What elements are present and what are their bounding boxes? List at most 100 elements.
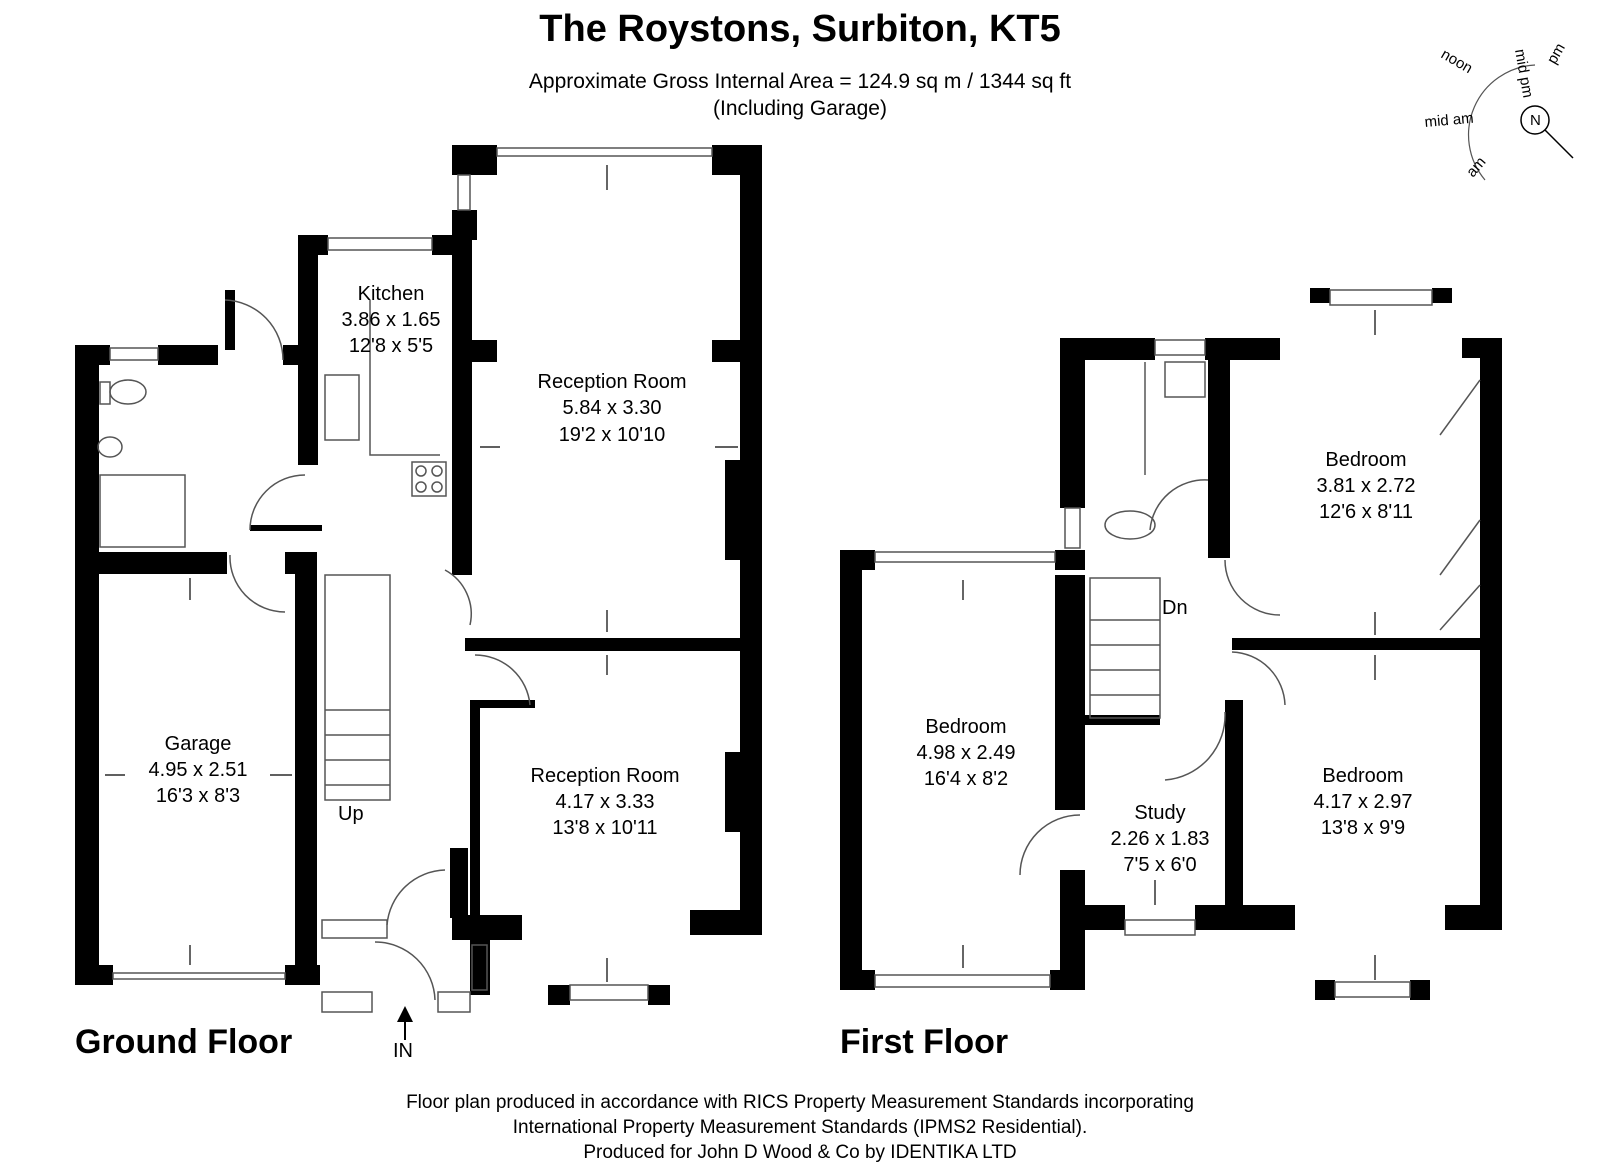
window [1064, 507, 1081, 549]
wall [1080, 905, 1125, 930]
reception-front-name: Reception Room [531, 765, 680, 787]
wall [1445, 905, 1502, 930]
window [109, 347, 159, 361]
wc [1104, 510, 1156, 540]
reception-front-imperial: 13'8 x 10'11 [552, 817, 657, 839]
staircase [324, 574, 391, 801]
bay-window [569, 984, 649, 1001]
wall [283, 345, 303, 365]
ground-floor-plan [75, 145, 762, 1005]
wall [285, 552, 317, 574]
bay-window [1329, 289, 1433, 306]
bedroom-front-right-name: Bedroom [1322, 765, 1403, 787]
entrance-arrow [397, 1006, 413, 1040]
gross-area-line: Approximate Gross Internal Area = 124.9 … [528, 70, 1072, 93]
kitchen-imperial: 12'8 x 5'5 [349, 335, 433, 357]
study-metric: 2.26 x 1.83 [1111, 828, 1210, 850]
wall [712, 340, 742, 362]
wall [250, 525, 322, 531]
wall [725, 460, 747, 560]
wall [452, 340, 497, 362]
first-floor-label: First Floor [840, 1023, 1009, 1061]
compass-noon: noon [1438, 46, 1475, 77]
door-swing [1149, 479, 1209, 531]
wall [75, 345, 110, 365]
wall [295, 562, 317, 985]
kitchen-name: Kitchen [358, 283, 425, 305]
wall [298, 235, 328, 255]
reception-rear-name: Reception Room [538, 371, 687, 393]
wall [690, 910, 762, 935]
wall [1232, 638, 1502, 650]
wall [1050, 970, 1085, 990]
bedroom-front-right-metric: 4.17 x 2.97 [1314, 791, 1413, 813]
window [1154, 339, 1206, 356]
wall [1055, 550, 1085, 570]
wall [1060, 338, 1155, 360]
dimension-arrows [105, 165, 1376, 982]
wall [648, 985, 670, 1005]
door-swing [229, 554, 286, 613]
wall [1310, 288, 1330, 303]
compass-needle [1544, 129, 1574, 159]
reception-rear-metric: 5.84 x 3.30 [563, 397, 662, 419]
plan-title: The Roystons, Surbiton, KT5 [539, 8, 1061, 50]
footer-line-2: International Property Measurement Stand… [512, 1117, 1088, 1138]
first-floor-plan [840, 288, 1502, 1000]
hob-ring [415, 481, 427, 493]
wall [1055, 575, 1085, 810]
gross-area-note: (Including Garage) [713, 97, 887, 120]
ground-floor-fixtures [97, 147, 713, 1013]
north-label: N [1530, 112, 1541, 129]
bedroom-left-name: Bedroom [925, 716, 1006, 738]
basin [1164, 361, 1206, 398]
wall [840, 970, 875, 990]
window [327, 237, 433, 251]
hob-ring [431, 481, 443, 493]
garage-metric: 4.95 x 2.51 [149, 759, 248, 781]
wall [465, 638, 762, 651]
compass-ring [1520, 105, 1550, 135]
door-swing [1164, 711, 1226, 781]
sun-path-arc [1467, 64, 1536, 181]
wall [75, 345, 99, 985]
window [457, 174, 471, 211]
footer-line-3: Produced for John D Wood & Co by IDENTIK… [583, 1142, 1017, 1163]
wall [452, 210, 477, 240]
compass-am: am [1463, 154, 1489, 181]
door-swing [444, 569, 472, 626]
hob-ring [431, 465, 443, 477]
entrance-label: IN [393, 1040, 413, 1062]
wall [548, 985, 570, 1005]
bedroom-rear-right-metric: 3.81 x 2.72 [1317, 475, 1416, 497]
compass: N mid pm pm noon mid am am [1424, 40, 1574, 181]
window [874, 551, 1056, 563]
garage-imperial: 16'3 x 8'3 [156, 785, 240, 807]
first-floor-fixtures [874, 289, 1481, 998]
wall [298, 235, 318, 465]
wall [1225, 700, 1243, 915]
wall [470, 700, 535, 708]
wall [1315, 980, 1335, 1000]
reception-front-metric: 4.17 x 3.33 [556, 791, 655, 813]
wall [452, 235, 472, 575]
window [321, 919, 388, 939]
bedroom-rear-right-name: Bedroom [1325, 449, 1406, 471]
door-swing [249, 474, 306, 531]
study-imperial: 7'5 x 6'0 [1123, 854, 1196, 876]
wall [1060, 338, 1085, 508]
wall [725, 752, 747, 832]
compass-mid-am: mid am [1424, 110, 1474, 131]
wall [1462, 338, 1502, 358]
wall [740, 145, 762, 655]
basin [97, 436, 123, 458]
door-swing [1231, 651, 1286, 706]
window [1124, 919, 1196, 936]
wall [203, 345, 218, 360]
ground-floor-label: Ground Floor [75, 1023, 293, 1061]
garage-door [112, 972, 286, 980]
bedroom-front-right-imperial: 13'8 x 9'9 [1321, 817, 1405, 839]
window [321, 991, 373, 1013]
door-swing [1019, 814, 1081, 876]
